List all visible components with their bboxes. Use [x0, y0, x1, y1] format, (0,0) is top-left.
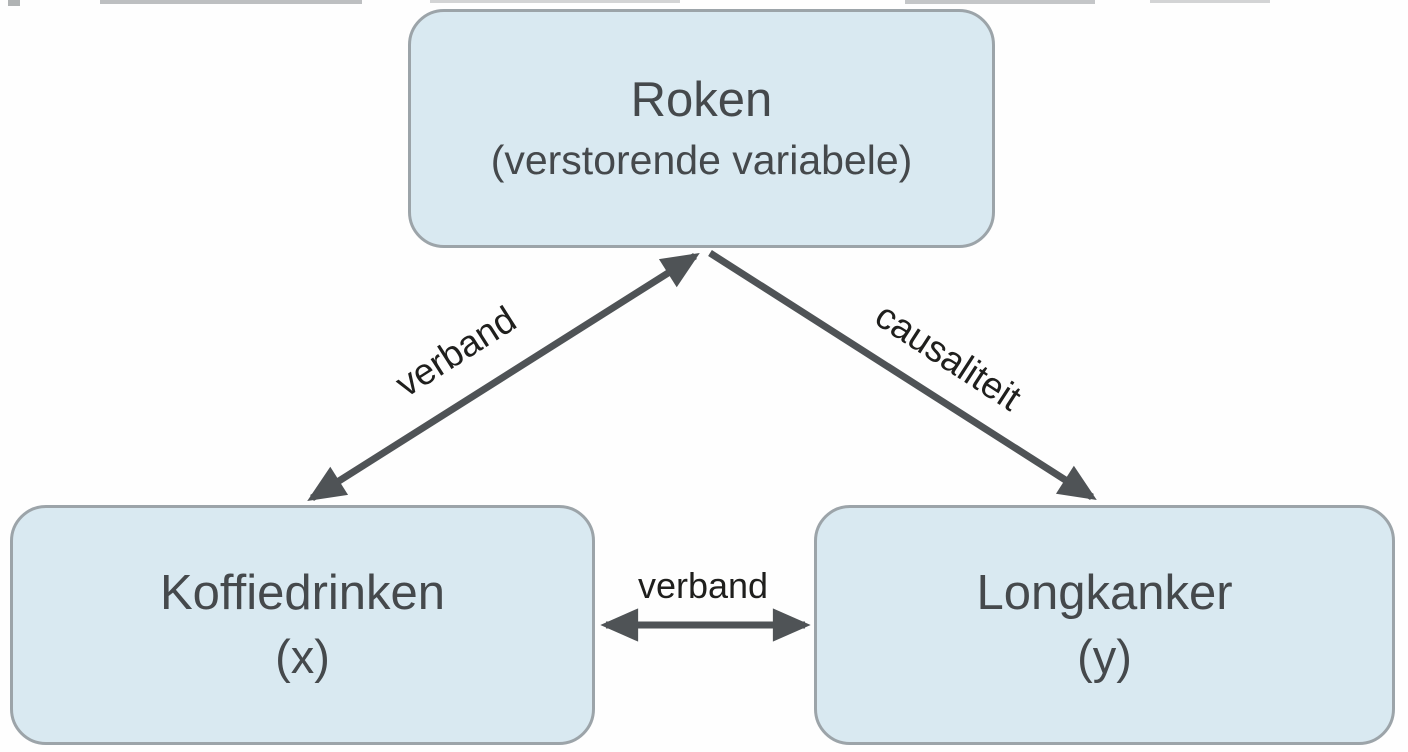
node-confounder-roken: Roken (verstorende variabele) [408, 9, 995, 248]
edge-label-verband-bottom: verband [637, 565, 769, 606]
crop-artifact [430, 0, 680, 3]
node-title: Koffiedrinken [159, 566, 446, 621]
node-longkanker-y: Longkanker (y) [814, 505, 1395, 745]
crop-artifact [1150, 0, 1270, 3]
node-title: Longkanker [976, 566, 1233, 621]
edge-causaliteit-arrow [708, 250, 1097, 501]
crop-artifact [100, 0, 362, 4]
edge-verband-left-arrow [307, 252, 700, 502]
crop-artifact [8, 0, 20, 6]
node-title: Roken [630, 73, 773, 127]
node-koffiedrinken-x: Koffiedrinken (x) [10, 505, 595, 745]
node-subtitle: (x) [275, 630, 330, 684]
crop-artifact [905, 0, 1095, 4]
node-subtitle: (verstorende variabele) [490, 136, 913, 183]
node-subtitle: (y) [1077, 630, 1132, 684]
